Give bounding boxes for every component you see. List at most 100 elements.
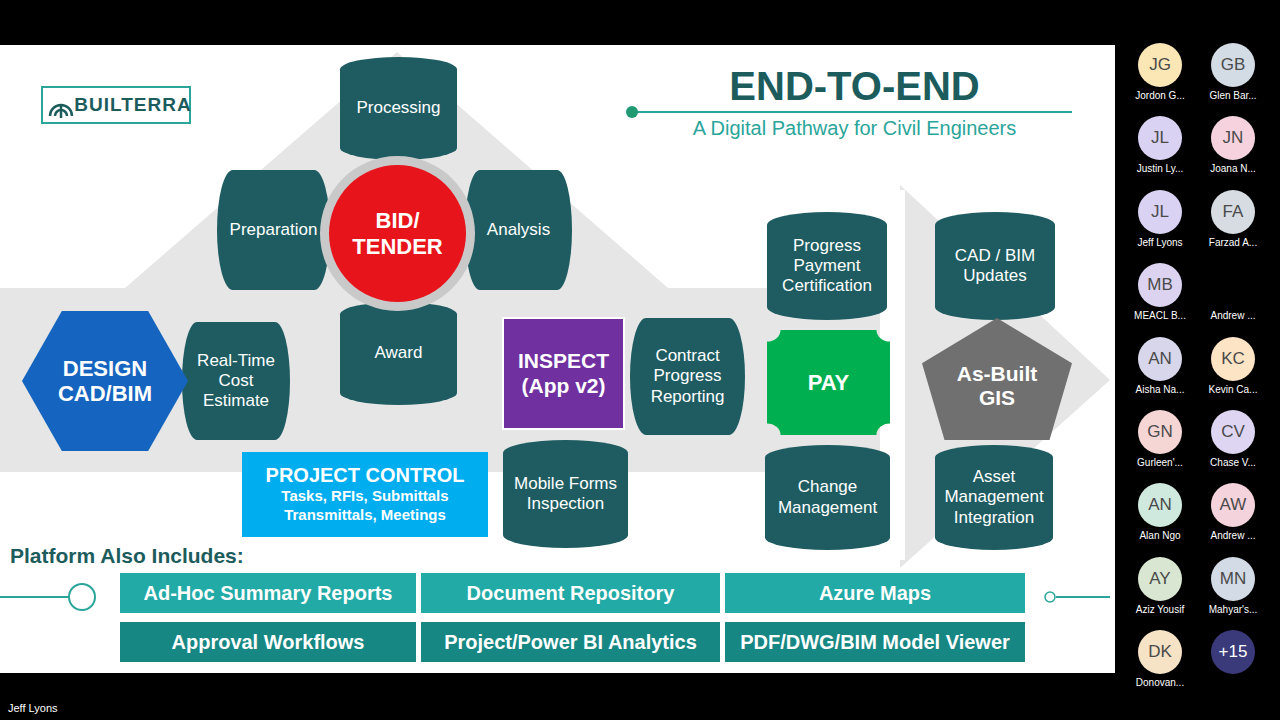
flow-band (0, 288, 905, 472)
participant-name: Alan Ngo (1112, 530, 1208, 541)
participant-name: Kevin Ca... (1185, 384, 1280, 395)
participant-tile: DKDonovan... (1124, 630, 1196, 692)
node-text: PDF/DWG/BIM Model Viewer (740, 631, 1010, 654)
participant-initials: MB (1138, 263, 1182, 307)
participant-tile: ANAlan Ngo (1124, 483, 1196, 545)
arrow-head (900, 185, 1110, 568)
participant-name: Andrew ... (1185, 530, 1280, 541)
node-text: Asset Management Integration (944, 467, 1043, 527)
stage-band: Mobile Forms Inspection (503, 440, 628, 548)
participant-initials: JL (1138, 116, 1182, 160)
node-text: Project/Power BI Analytics (444, 631, 697, 654)
subtitle: A Digital Pathway for Civil Engineers (632, 117, 1077, 140)
participant-initials: AY (1138, 557, 1182, 601)
feature-box: PDF/DWG/BIM Model Viewer (725, 622, 1025, 662)
participant-tile: GBGlen Bar... (1197, 43, 1269, 105)
slide-background (0, 45, 1115, 673)
participant-tile: ANAisha Na... (1124, 337, 1196, 399)
node-text: BID/ TENDER (349, 208, 446, 259)
participant-tile: JGJordon G... (1124, 43, 1196, 105)
node-text: PROJECT CONTROL (266, 464, 465, 487)
node-text: Tasks, RFIs, Submittals Transmittals, Me… (262, 487, 468, 525)
title-rule (632, 111, 1072, 113)
node-text: Progress Payment Certification (777, 236, 877, 296)
stage-band: Change Management (765, 445, 890, 550)
hub-circle: BID/ TENDER (329, 165, 466, 302)
node-text: PAY (808, 370, 850, 396)
participant-name: Gurleen'... (1112, 457, 1208, 468)
participant-initials: MN (1211, 557, 1255, 601)
participant-initials: JN (1211, 116, 1255, 160)
participant-initials: KC (1211, 337, 1255, 381)
participant-initials: AW (1211, 483, 1255, 527)
section-heading: Platform Also Includes: (10, 544, 310, 568)
participant-tile: KCKevin Ca... (1197, 337, 1269, 399)
participant-name: Mahyar's... (1185, 604, 1280, 615)
participant-name: Justin Ly... (1112, 163, 1208, 174)
node-text: Award (375, 343, 423, 363)
participant-initials: GB (1211, 43, 1255, 87)
slide-title: END-TO-END (632, 64, 1077, 109)
stage-band: Processing (340, 57, 457, 160)
participant-initials: FA (1211, 190, 1255, 234)
node-text: CAD / BIM Updates (945, 246, 1045, 286)
participant-name: Donovan... (1112, 677, 1208, 688)
participant-initials: JL (1138, 190, 1182, 234)
node-text: As-Built GIS (950, 362, 1044, 410)
participant-name: Chase V... (1185, 457, 1280, 468)
control-box: PROJECT CONTROLTasks, RFIs, Submittals T… (242, 452, 488, 537)
participant-initials: JG (1138, 43, 1182, 87)
participant-tile: AWAndrew ... (1197, 483, 1269, 545)
logo-avatar (1211, 116, 1255, 160)
rule-dot (626, 106, 638, 118)
stage-band: Preparation (217, 170, 330, 290)
participant-initials: AN (1138, 337, 1182, 381)
participant-tile: JLJeff Lyons (1124, 190, 1196, 252)
rule-circle (69, 584, 95, 610)
participant-name: MEACL B... (1112, 310, 1208, 321)
participant-tile: MNMahyar's... (1197, 557, 1269, 619)
participant-name: Jordon G... (1112, 90, 1208, 101)
participant-name: Aziz Yousif (1112, 604, 1208, 615)
hub-box: INSPECT (App v2) (502, 317, 625, 430)
participant-initials: GN (1138, 410, 1182, 454)
participant-tile: FAFarzad A... (1197, 190, 1269, 252)
participant-initials: DK (1138, 630, 1182, 674)
participant-tile: +15 (1197, 630, 1269, 692)
participant-initials: AN (1138, 483, 1182, 527)
node-text: Azure Maps (819, 582, 931, 605)
participant-tile: Andrew ... (1197, 263, 1269, 325)
feature-box: Approval Workflows (120, 622, 416, 662)
logo-icon (50, 104, 72, 118)
stage-band: CAD / BIM Updates (935, 212, 1055, 320)
feature-box: Ad-Hoc Summary Reports (120, 573, 416, 613)
participant-tile: MBMEACL B... (1124, 263, 1196, 325)
node-text: Document Repository (467, 582, 675, 605)
participant-initials: +15 (1211, 630, 1255, 674)
stage-band: Award (340, 302, 457, 405)
node-text: Analysis (487, 220, 550, 240)
node-text: BUILTERRA (74, 94, 191, 116)
participant-name: Farzad A... (1185, 237, 1280, 248)
hub-hexagon: DESIGN CAD/BIM (22, 311, 188, 451)
node-text: Preparation (230, 220, 318, 240)
stage-band: Real-Time Cost Estimate (182, 322, 290, 440)
stage-band: Analysis (465, 170, 572, 290)
stage-band: Asset Management Integration (935, 445, 1053, 550)
participant-name: Aisha Na... (1112, 384, 1208, 395)
node-text: Real-Time Cost Estimate (192, 351, 280, 411)
node-text: Mobile Forms Inspection (513, 474, 618, 514)
rule-line (1056, 596, 1110, 598)
node-text: INSPECT (App v2) (512, 349, 615, 397)
node-text: Processing (356, 98, 440, 118)
stage-band: Progress Payment Certification (767, 212, 887, 320)
logo-box: BUILTERRA (42, 87, 190, 123)
participant-initials: CV (1211, 410, 1255, 454)
participant-tile: JNJoana N... (1197, 116, 1269, 178)
hub-plaque: PAY (767, 330, 890, 435)
feature-box: Document Repository (421, 573, 720, 613)
hub-pentagon: As-Built GIS (922, 318, 1072, 440)
feature-box: Azure Maps (725, 573, 1025, 613)
participant-tile: GNGurleen'... (1124, 410, 1196, 472)
